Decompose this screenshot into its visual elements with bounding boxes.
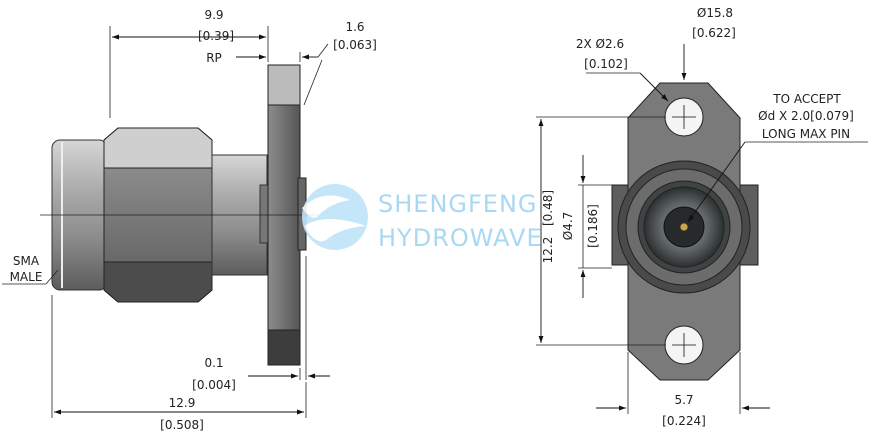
dia-callout-in: [0.622] bbox=[692, 26, 736, 40]
pin-note-line3: LONG MAX PIN bbox=[762, 127, 850, 141]
pin-note-line2: Ød X 2.0[0.079] bbox=[758, 109, 854, 123]
dim-width-mm: 5.7 bbox=[674, 393, 693, 407]
rp-label: RP bbox=[206, 51, 222, 65]
hole-callout-mm: 2X Ø2.6 bbox=[576, 37, 624, 51]
dim-top-mm: 9.9 bbox=[204, 8, 223, 22]
watermark: SHENGFENG HYDROWAVE bbox=[302, 184, 543, 252]
hole-callout-in: [0.102] bbox=[584, 57, 628, 71]
center-pin bbox=[679, 222, 689, 232]
dim-height-mm: 12.2 bbox=[541, 237, 555, 264]
watermark-logo bbox=[302, 184, 368, 250]
dim-height-in: [0.48] bbox=[541, 190, 555, 226]
dim-boss-mm: Ø4.7 bbox=[561, 212, 575, 241]
dim-flange-mm: 1.6 bbox=[345, 20, 364, 34]
pin-note-line1: TO ACCEPT bbox=[772, 92, 841, 106]
watermark-line2: HYDROWAVE bbox=[378, 224, 543, 252]
dim-width-in: [0.224] bbox=[662, 414, 706, 428]
male-label: MALE bbox=[10, 270, 43, 284]
dim-flange-in: [0.063] bbox=[333, 38, 377, 52]
dim-gap-in: [0.004] bbox=[192, 378, 236, 392]
dim-overall-mm: 12.9 bbox=[169, 396, 196, 410]
side-view: 9.9 [0.39] RP 1.6 [0.063] SMA MALE 0.1 [… bbox=[2, 8, 377, 432]
sma-label: SMA bbox=[13, 254, 40, 268]
front-view: 2X Ø2.6 [0.102] Ø15.8 [0.622] TO ACCEPT … bbox=[536, 6, 868, 428]
dim-boss-in: [0.186] bbox=[586, 204, 600, 248]
watermark-line1: SHENGFENG bbox=[378, 190, 538, 218]
dim-top-in: [0.39] bbox=[198, 29, 234, 43]
dim-overall-in: [0.508] bbox=[160, 418, 204, 432]
dia-callout-mm: Ø15.8 bbox=[697, 6, 733, 20]
dim-gap-mm: 0.1 bbox=[204, 356, 223, 370]
